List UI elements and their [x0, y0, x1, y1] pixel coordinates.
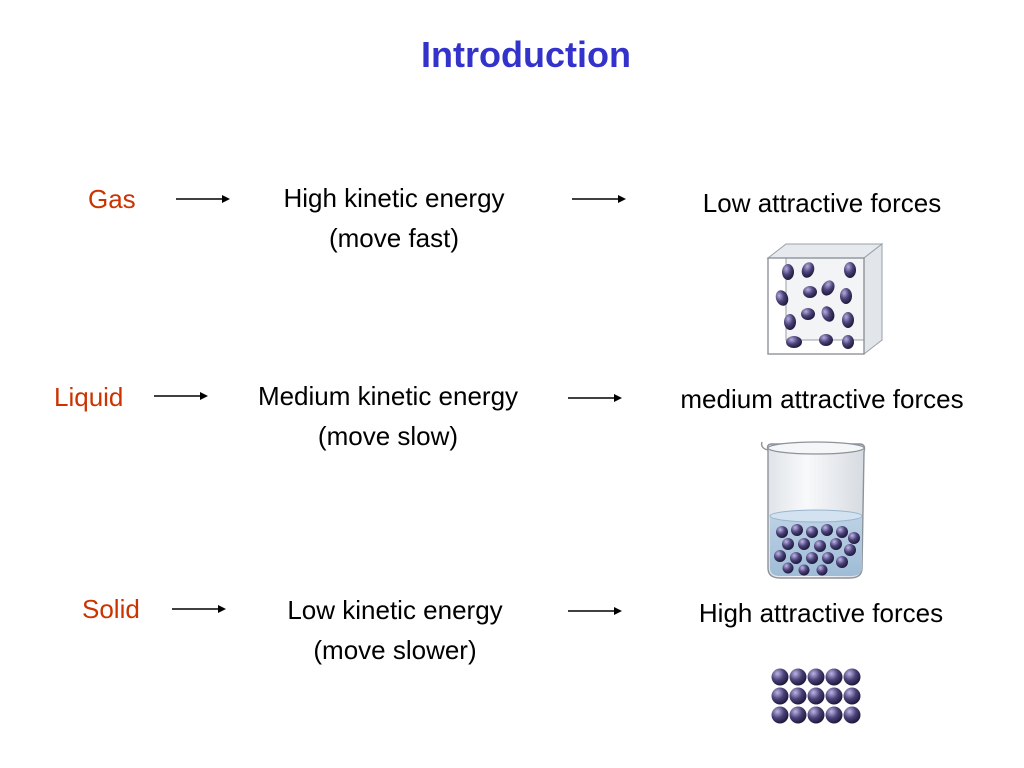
arrow-right-icon: [568, 607, 622, 615]
page-title: Introduction: [421, 34, 631, 75]
energy-line: Low kinetic energy: [287, 595, 503, 625]
solid-particle-lattice-icon: [771, 668, 861, 724]
energy-line: Medium kinetic energy: [257, 381, 519, 411]
forces-text-gas: Low attractive forces: [702, 188, 942, 218]
forces-text-solid: High attractive forces: [698, 598, 944, 628]
arrow-right-icon: [154, 392, 208, 400]
arrow-right-icon: [176, 195, 230, 203]
energy-text-solid: Low kinetic energy (move slower): [230, 590, 560, 670]
state-label-liquid: Liquid: [54, 382, 124, 412]
motion-line: (move fast): [328, 223, 460, 253]
liquid-particles-in-beaker-icon: [760, 441, 866, 579]
forces-text-liquid: medium attractive forces: [680, 384, 964, 414]
state-label-gas: Gas: [88, 184, 136, 214]
energy-text-gas: High kinetic energy (move fast): [244, 178, 544, 258]
arrow-right-icon: [568, 394, 622, 402]
energy-line: High kinetic energy: [283, 183, 505, 213]
arrow-right-icon: [572, 195, 626, 203]
motion-line: (move slower): [313, 635, 477, 665]
state-label-solid: Solid: [82, 594, 140, 624]
energy-text-liquid: Medium kinetic energy (move slow): [210, 376, 566, 456]
gas-particles-in-box-icon: [766, 242, 884, 356]
arrow-right-icon: [172, 605, 226, 613]
motion-line: (move slow): [317, 421, 459, 451]
